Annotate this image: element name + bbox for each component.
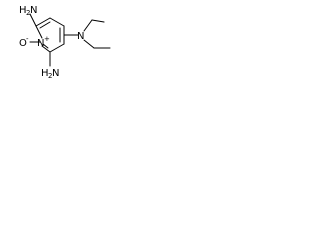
- amine-bottom-label: H 2 N: [41, 68, 59, 80]
- bond-c6-n1: [41, 45, 51, 53]
- molecule-structure-diagram: H 2 N N + O - N H 2 N: [19, 5, 111, 80]
- bond-c2-c3: [35, 17, 51, 27]
- bond-ethyl1-ch2-ch3: [91, 19, 105, 23]
- bond-n-ethyl1-ch2: [83, 19, 93, 32]
- amine-bottom-subscript: 2: [48, 72, 52, 80]
- amine-top-label: H 2 N: [19, 5, 37, 17]
- amine-top-subscript: 2: [26, 9, 30, 17]
- bond-c5-c6: [49, 43, 65, 53]
- diethylamino-nitrogen: N: [77, 31, 84, 42]
- bond-c3-c4: [49, 17, 65, 27]
- amine-top-h: H: [19, 5, 27, 16]
- amine-top-n: N: [30, 5, 37, 16]
- bond-c2-c3-double: [39, 21, 51, 29]
- oxide-charge: -: [26, 35, 29, 43]
- ring-nitrogen-label: N +: [37, 35, 50, 49]
- bond-c2-amine-top: [29, 13, 37, 27]
- oxide-oxygen: O: [19, 38, 27, 49]
- bond-c6-n1-double: [42, 43, 49, 49]
- substituent-bonds: [29, 13, 111, 67]
- amine-bottom-n: N: [52, 68, 59, 79]
- bond-n-ethyl2-ch2: [83, 39, 95, 49]
- ring-nitrogen-charge: +: [44, 35, 50, 43]
- oxide-label: O -: [19, 35, 29, 49]
- amine-nitrogen-label: N: [77, 31, 84, 42]
- ring-nitrogen: N: [37, 38, 44, 49]
- bond-n1-c2: [35, 25, 43, 39]
- amine-bottom-h: H: [41, 68, 49, 79]
